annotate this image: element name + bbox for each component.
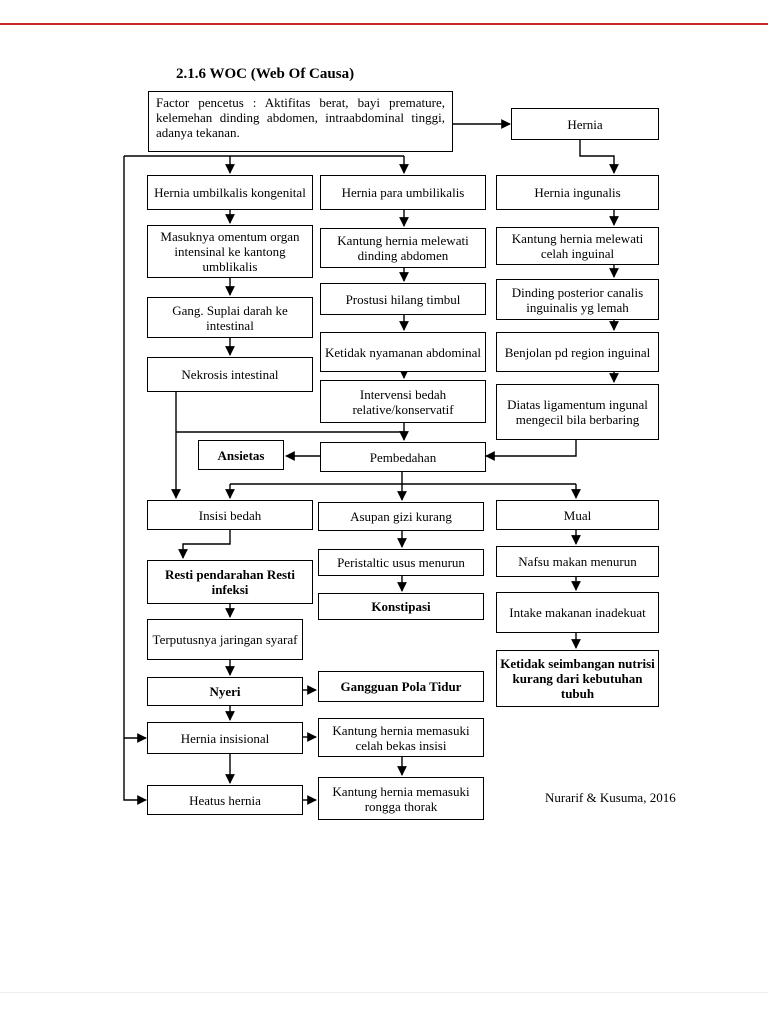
hernia-box: Hernia (511, 108, 659, 140)
ketidak-seimbangan-box: Ketidak seimbangan nutrisi kurang dari k… (496, 650, 659, 707)
dinding-posterior-box: Dinding posterior canalis inguinalis yg … (496, 279, 659, 320)
benjolan-box: Benjolan pd region inguinal (496, 332, 659, 372)
heatus-hernia-box: Heatus hernia (147, 785, 303, 815)
insisi-bedah-box: Insisi bedah (147, 500, 313, 530)
kantung-inguinal-box: Kantung hernia melewati celah inguinal (496, 227, 659, 265)
diagram-title: 2.1.6 WOC (Web Of Causa) (176, 66, 355, 82)
ansietas-box: Ansietas (198, 440, 284, 470)
kantung-insisi-box: Kantung hernia memasuki celah bekas insi… (318, 718, 484, 757)
prostusi-box: Prostusi hilang timbul (320, 283, 486, 315)
asupan-gizi-box: Asupan gizi kurang (318, 502, 484, 531)
nyeri-box: Nyeri (147, 677, 303, 706)
peristaltic-box: Peristaltic usus menurun (318, 549, 484, 576)
diatas-ligamentum-box: Diatas ligamentum ingunal mengecil bila … (496, 384, 659, 440)
masuknya-omentum-box: Masuknya omentum organ intensinal ke kan… (147, 225, 313, 278)
nafsu-makan-box: Nafsu makan menurun (496, 546, 659, 577)
hernia-umbilikalis-kongenital-box: Hernia umbilkalis kongenital (147, 175, 313, 210)
hernia-para-umbilikalis-box: Hernia para umbilikalis (320, 175, 486, 210)
kantung-thorak-box: Kantung hernia memasuki rongga thorak (318, 777, 484, 820)
ketidak-nyamanan-box: Ketidak nyamanan abdominal (320, 332, 486, 372)
kantung-abdomen-box: Kantung hernia melewati dinding abdomen (320, 228, 486, 268)
citation: Nurarif & Kusuma, 2016 (545, 790, 676, 805)
hernia-insisional-box: Hernia insisional (147, 722, 303, 754)
page-top-rule (0, 23, 768, 25)
intake-makanan-box: Intake makanan inadekuat (496, 592, 659, 633)
terputusnya-box: Terputusnya jaringan syaraf (147, 619, 303, 660)
mual-box: Mual (496, 500, 659, 530)
factor-pencetus-box: Factor pencetus : Aktifitas berat, bayi … (148, 91, 453, 152)
resti-box: Resti pendarahan Resti infeksi (147, 560, 313, 604)
konstipasi-box: Konstipasi (318, 593, 484, 620)
gangguan-pola-tidur-box: Gangguan Pola Tidur (318, 671, 484, 702)
gang-suplai-box: Gang. Suplai darah ke intestinal (147, 297, 313, 338)
pembedahan-box: Pembedahan (320, 442, 486, 472)
nekrosis-box: Nekrosis intestinal (147, 357, 313, 392)
intervensi-box: Intervensi bedah relative/konservatif (320, 380, 486, 423)
page-bottom-rule (0, 992, 768, 993)
hernia-ingunalis-box: Hernia ingunalis (496, 175, 659, 210)
